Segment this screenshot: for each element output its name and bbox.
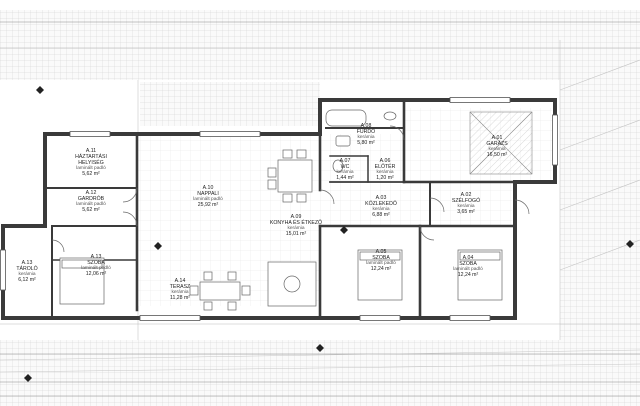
room-label-text: A.06 [380, 158, 391, 164]
room-label-gardrob: A.12 GARDRÓB laminált padló 5,62 m² [76, 190, 106, 213]
room-label-text: 5,80 m² [357, 140, 375, 146]
bathroom-fixtures [325, 109, 397, 173]
room-label-text: 12,24 m² [458, 272, 479, 278]
room-label-text: NAPPALI [197, 191, 219, 197]
room-label-szelfogo: A.02 SZÉLFOGÓ kerámia 3,65 m² [452, 192, 480, 215]
room-label-text: A.08 [361, 123, 372, 129]
level-marker [316, 344, 324, 352]
room-label-eloter: A.06 ELŐTÉR kerámia 1,20 m² [375, 158, 396, 181]
room-label-text: WC [341, 164, 350, 170]
room-label-nappali: A.10 NAPPALI laminált padló 25,92 m² [193, 185, 223, 208]
room-label-text: FÜRDŐ [357, 128, 375, 135]
room-label-terasz: A.14 TERASZ kerámia 11,28 m² [170, 278, 191, 301]
room-label-szoba-a13: A.13 SZOBA laminált padló 12,06 m² [81, 254, 111, 277]
room-label-text: 6,12 m² [18, 277, 36, 283]
room-label-text: KÖZLEKEDŐ [365, 200, 397, 207]
room-label-text: HÁZTARTÁSI [75, 153, 107, 160]
room-label-text: A.11 [86, 148, 96, 154]
level-marker [626, 240, 634, 248]
room-label-text: 12,06 m² [86, 271, 107, 277]
level-marker [154, 242, 162, 250]
room-label-furdo: A.08 FÜRDŐ kerámia 5,80 m² [357, 123, 375, 146]
room-label-text: kerámia [18, 271, 35, 277]
room-label-text: A.09 [291, 214, 302, 220]
room-label-text: A.03 [376, 195, 387, 201]
room-label-text: laminált padló [76, 201, 106, 207]
room-label-text: A.13 [91, 254, 102, 260]
room-label-text: ELŐTÉR [375, 163, 396, 170]
room-label-text: A.13 [22, 260, 33, 266]
room-label-text: KONYHA ÉS ÉTKEZŐ [270, 219, 322, 226]
room-label-text: 16,50 m² [487, 152, 508, 158]
room-label-text: laminált padló [76, 165, 106, 171]
room-label-kozlekedo: A.03 KÖZLEKEDŐ kerámia 6,88 m² [365, 195, 397, 218]
room-label-text: kerámia [488, 146, 505, 152]
room-label-haztartasi: A.11 HÁZTARTÁSI HELYISÉG laminált padló … [75, 148, 107, 177]
room-label-konyha: A.09 KONYHA ÉS ÉTKEZŐ kerámia 15,01 m² [270, 214, 322, 237]
room-label-text: laminált padló [193, 196, 223, 202]
room-label-text: kerámia [357, 134, 374, 140]
room-label-text: 5,62 m² [82, 171, 100, 177]
room-label-szoba-a04: A.04 SZOBA laminált padló 12,24 m² [453, 255, 483, 278]
room-label-text: A.14 [175, 278, 186, 284]
room-label-text: 3,65 m² [457, 209, 475, 215]
room-label-text: 1,44 m² [336, 175, 354, 181]
room-label-text: GARÁZS [486, 140, 508, 147]
level-marker [340, 226, 348, 234]
terrace-table [189, 271, 251, 311]
room-label-text: A.01 [492, 135, 503, 141]
room-label-text: kerámia [336, 169, 353, 175]
room-label-text: A.05 [376, 249, 387, 255]
room-label-wc: A.07 WC kerámia 1,44 m² [336, 158, 354, 181]
room-label-text: SZÉLFOGÓ [452, 197, 480, 204]
room-label-text: 15,01 m² [286, 231, 307, 237]
room-label-text: SZOBA [459, 261, 477, 267]
room-label-text: SZOBA [372, 255, 390, 261]
room-label-text: 1,20 m² [376, 175, 394, 181]
room-labels: A.01 GARÁZS kerámia 16,50 m² A.02 SZÉLFO… [16, 123, 508, 301]
room-label-text: SZOBA [87, 260, 105, 266]
room-label-text: A.12 [86, 190, 97, 196]
room-label-text: A.07 [340, 158, 351, 164]
room-label-text: 6,88 m² [372, 212, 390, 218]
room-label-text: 12,24 m² [371, 266, 392, 272]
room-label-text: kerámia [457, 203, 474, 209]
room-label-text: 5,62 m² [82, 207, 100, 213]
room-label-text: TÁROLÓ [16, 265, 37, 272]
beds [59, 249, 503, 305]
garage-car [469, 111, 533, 175]
dining-table [267, 149, 313, 203]
room-label-text: laminált padló [81, 265, 111, 271]
room-label-text: kerámia [287, 225, 304, 231]
room-label-text: kerámia [376, 169, 393, 175]
level-marker [24, 374, 32, 382]
level-markers [24, 86, 634, 382]
room-label-text: HELYISÉG [78, 159, 104, 166]
room-label-text: laminált padló [453, 266, 483, 272]
room-label-text: 11,28 m² [170, 295, 190, 301]
room-label-text: A.04 [463, 255, 474, 261]
room-label-text: kerámia [372, 206, 389, 212]
room-label-text: laminált padló [366, 260, 396, 266]
windows [0, 97, 558, 321]
kitchen-counter [267, 261, 317, 307]
doors [51, 125, 530, 253]
room-label-text: kerámia [171, 289, 188, 295]
room-label-text: 25,92 m² [198, 202, 219, 208]
level-marker [36, 86, 44, 94]
room-label-text: GARDRÓB [78, 195, 105, 202]
room-label-tarolo: A.13 TÁROLÓ kerámia 6,12 m² [16, 260, 37, 283]
room-label-garazs: A.01 GARÁZS kerámia 16,50 m² [486, 135, 508, 158]
room-label-text: A.10 [203, 185, 214, 191]
room-label-szoba-a05: A.05 SZOBA laminált padló 12,24 m² [366, 249, 396, 272]
room-label-text: TERASZ [170, 284, 190, 290]
room-label-text: A.02 [461, 192, 472, 198]
